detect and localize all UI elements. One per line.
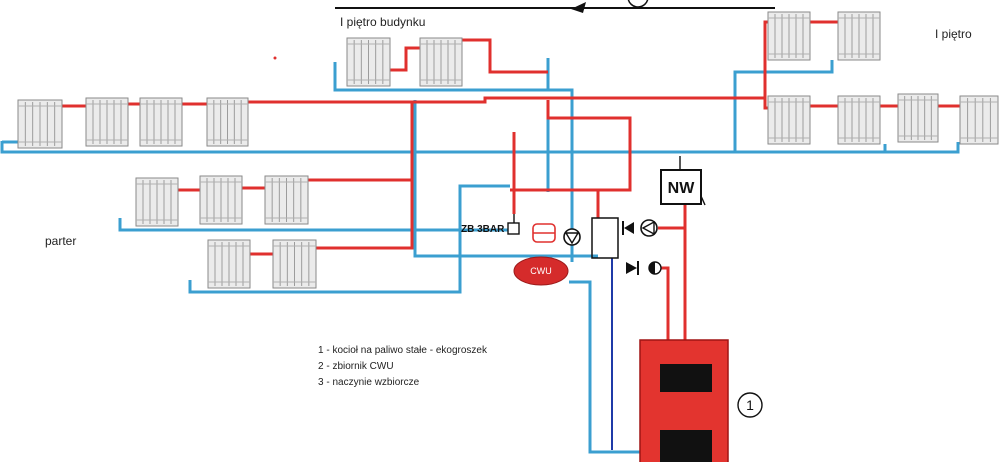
radiator-icon <box>897 93 939 143</box>
heat-exchanger-icon <box>532 223 556 243</box>
supply-pipe-main <box>248 96 768 110</box>
boiler-number: 1 <box>746 397 754 413</box>
boiler-door-upper <box>660 364 712 392</box>
return-pipe-ground-lower <box>188 184 510 294</box>
boiler-door-lower <box>660 430 712 462</box>
legend: 1 - kocioł na paliwo stałe - ekogroszek … <box>318 345 488 388</box>
supply-pipes <box>62 20 960 340</box>
pump-icon <box>648 261 662 275</box>
return-pipe-riser <box>413 100 598 258</box>
radiator-icon <box>206 97 249 147</box>
radiator-icon <box>272 239 317 289</box>
pump-icon <box>640 219 658 237</box>
radiator-icon <box>959 95 999 145</box>
floor-building-label: I piętro budynku <box>340 15 425 29</box>
radiator-icon <box>264 175 309 225</box>
radiator-icon <box>139 97 183 147</box>
expansion-vessel-box <box>660 169 702 205</box>
check-valve-icon <box>622 221 634 235</box>
radiator-icon <box>837 95 881 145</box>
top-main-line <box>335 0 775 13</box>
radiators <box>17 11 999 289</box>
components: NW CWU 1 <box>507 156 763 462</box>
ground-floor-label: parter <box>45 234 76 248</box>
supply-pipe-loop <box>510 100 632 192</box>
supply-pipe-right-riser <box>763 20 768 98</box>
radiator-icon <box>207 239 251 289</box>
radiator-icon <box>17 99 63 149</box>
radiator-icon <box>346 37 391 87</box>
supply-pipe-boiler <box>658 226 687 340</box>
separator-icon <box>591 217 619 259</box>
arrow-icon <box>571 2 586 13</box>
pump-icon <box>563 228 581 246</box>
legend-item: 3 - naczynie wzbiorcze <box>318 377 420 388</box>
radiator-icon <box>837 11 881 61</box>
radiator-icon <box>767 11 811 61</box>
radiator-icon <box>767 95 811 145</box>
safety-valve-icon <box>507 222 520 235</box>
return-pipe-ground-upper <box>118 218 508 232</box>
safety-valve-label: ZB 3BAR <box>461 224 505 235</box>
return-pipe-main <box>0 141 960 154</box>
hot-water-tank <box>513 256 569 286</box>
supply-pipe-boiler-cwu <box>660 266 670 340</box>
radiator-icon <box>199 175 243 225</box>
return-pipes <box>0 58 960 454</box>
radiator-icon <box>419 37 463 87</box>
supply-pipe-top-floor <box>390 46 420 72</box>
radiator-icon <box>85 97 129 147</box>
hot-water-tank-label: CWU <box>530 266 552 276</box>
supply-pipe-top-floor <box>462 38 548 74</box>
legend-item: 2 - zbiornik CWU <box>318 361 394 372</box>
radiator-icon <box>135 177 179 227</box>
boiler <box>639 339 729 462</box>
return-pipe-cwu <box>569 280 640 454</box>
circle-marker <box>627 0 649 8</box>
boiler-number-circle <box>737 392 763 418</box>
return-pipe-right-upper <box>733 60 834 152</box>
check-valve-icon <box>626 261 639 275</box>
supply-pipe-ground-riser <box>316 103 414 250</box>
legend-item: 1 - kocioł na paliwo stałe - ekogroszek <box>318 345 488 356</box>
red-dot <box>273 56 277 60</box>
floor-right-label: I piętro <box>935 27 972 41</box>
return-pipe-top-floor <box>333 62 574 262</box>
expansion-vessel-label: NW <box>668 180 696 197</box>
